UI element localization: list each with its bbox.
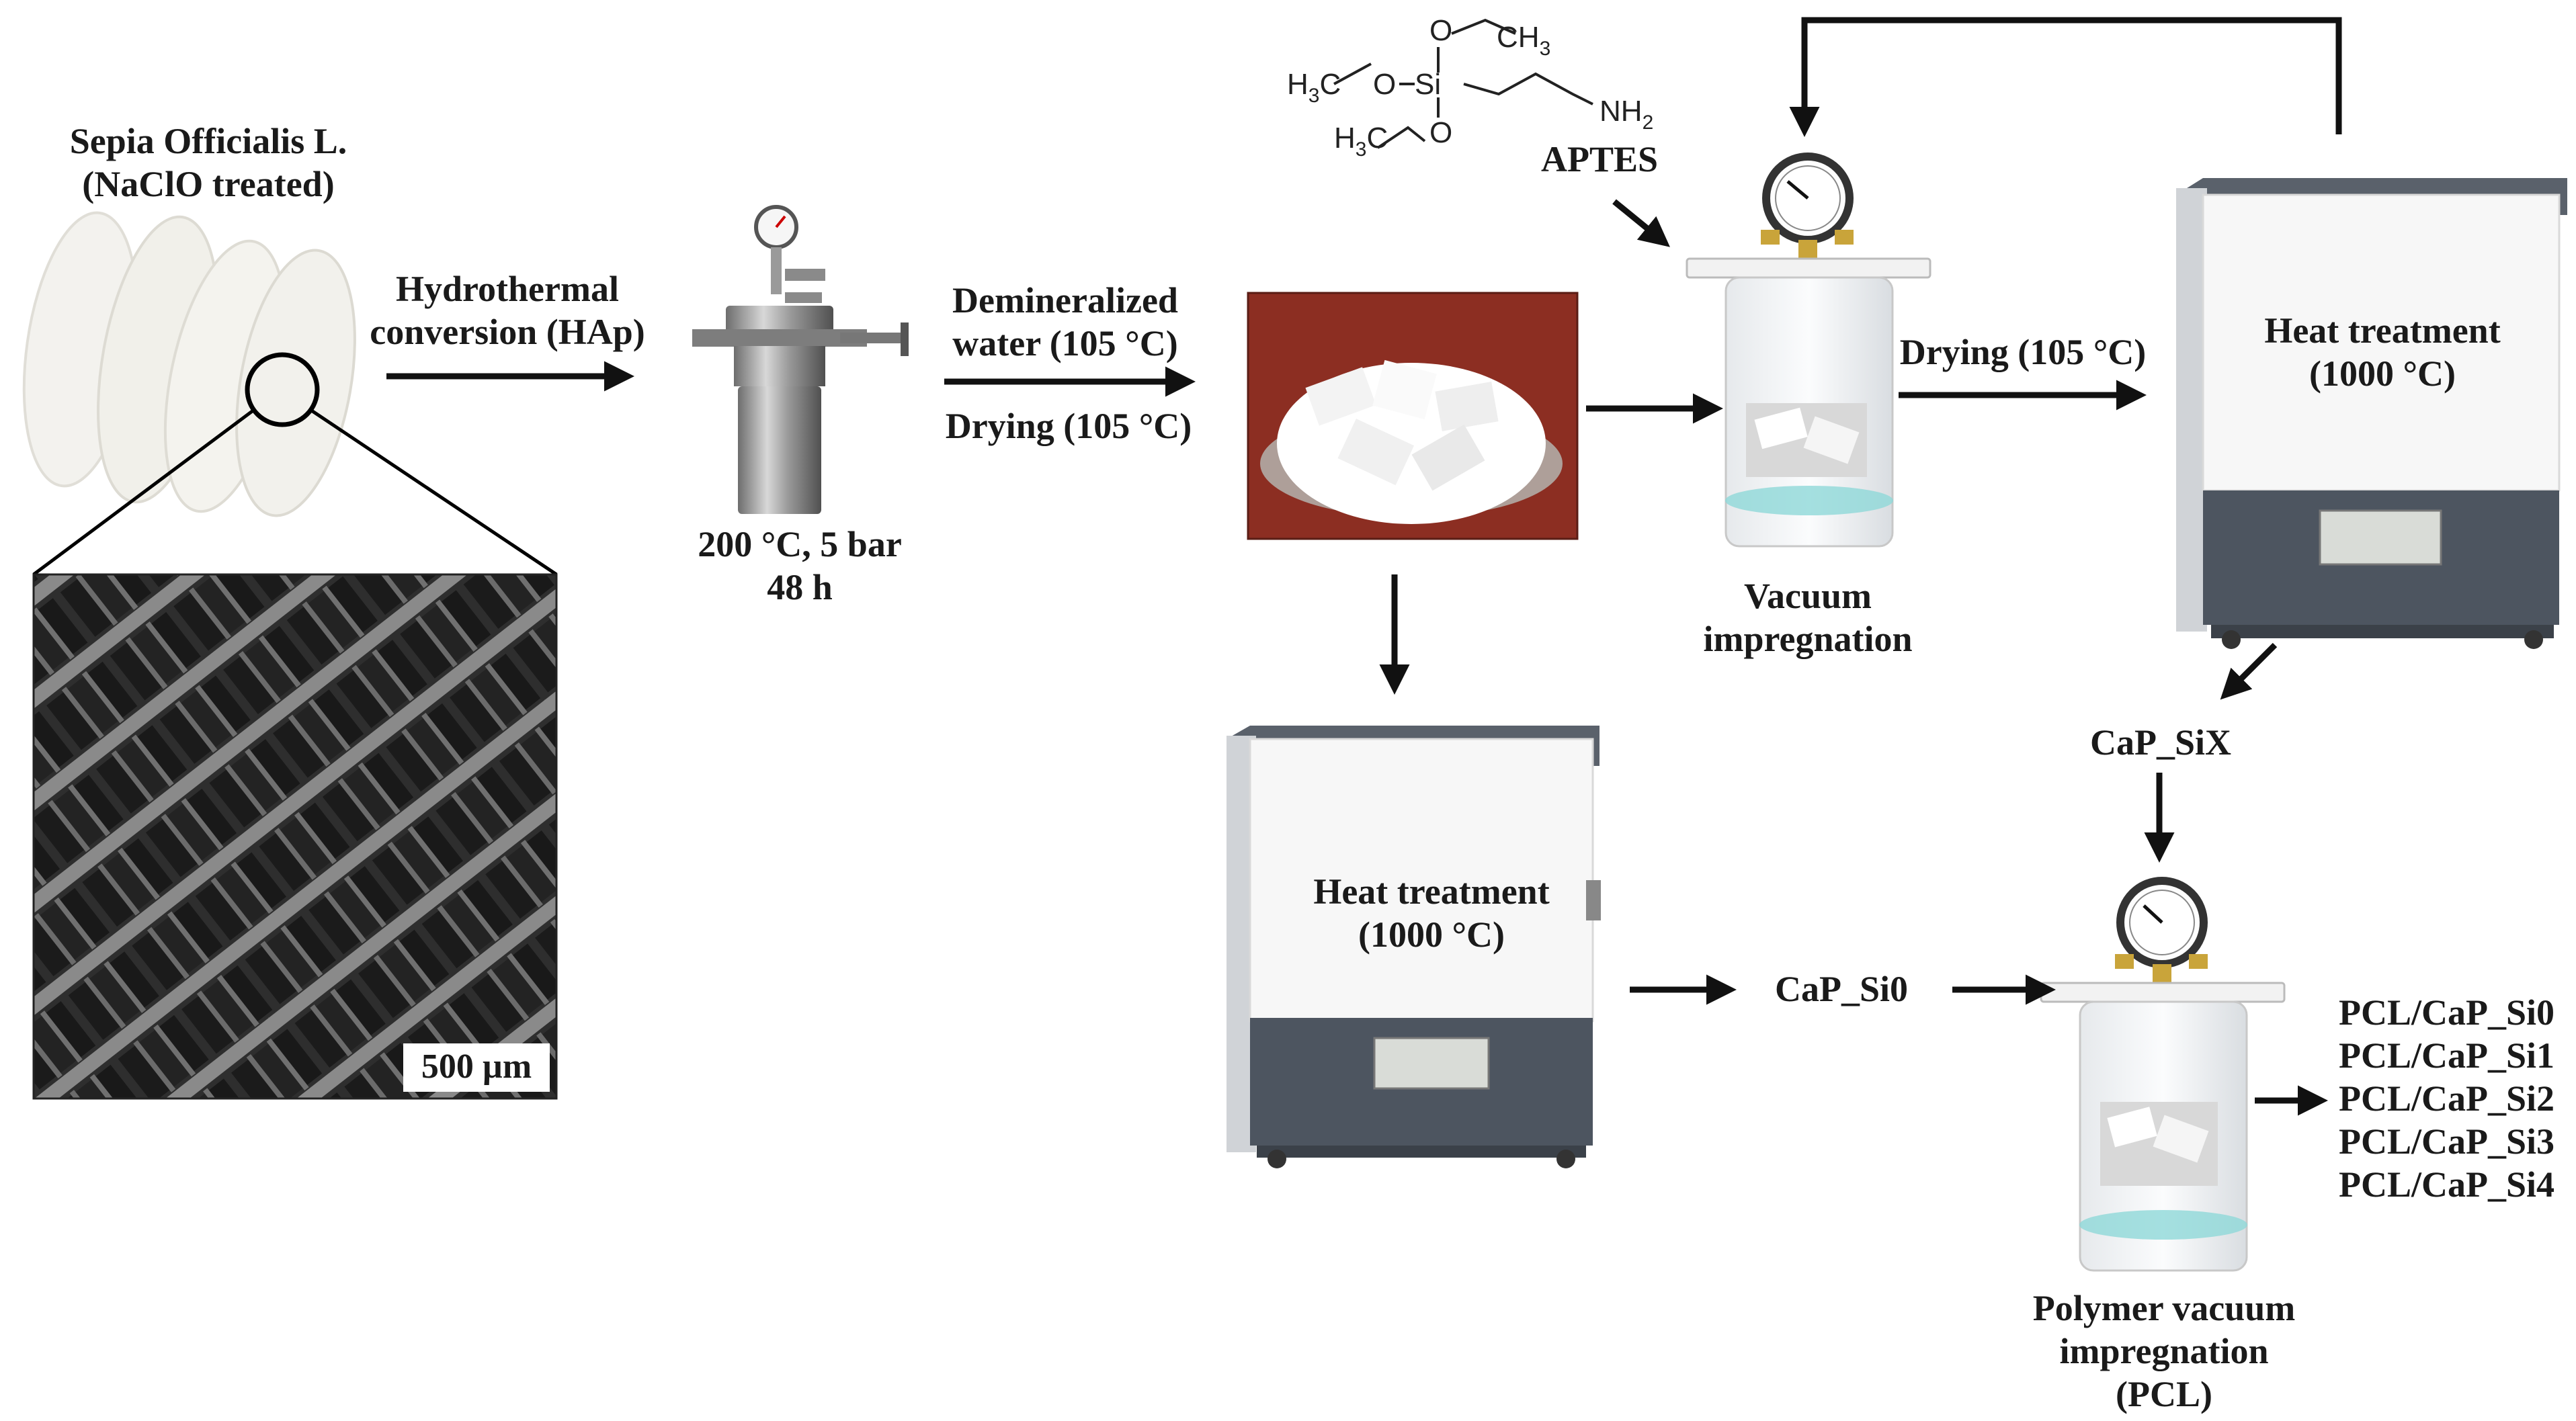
aptes-nh2: NH2 [1599,95,1653,134]
aptes-si: Si [1415,68,1441,101]
polymer-line3: (PCL) [2116,1374,2212,1414]
polymer-impregnation-label: Polymer vacuum impregnation (PCL) [2009,1287,2319,1416]
hydrothermal-line1: Hydrothermal [396,269,619,309]
aptes-h3c-bottom: H3C [1334,122,1388,161]
polymer-line2: impregnation [2059,1331,2269,1371]
final-product-item: PCL/CaP_Si3 [2339,1121,2555,1162]
hydrothermal-conditions: 200 °C, 5 bar 48 h [679,523,921,609]
final-product-item: PCL/CaP_Si4 [2339,1164,2555,1205]
wash-label: Demineralized water (105 °C) [931,279,1200,365]
product-si0-label: CaP_Si0 [1774,969,1909,1009]
vacuum-chamber-bottom [2040,877,2286,1272]
polymer-line1: Polymer vacuum [2032,1288,2296,1328]
wash-line1: Demineralized [952,280,1178,320]
cuttlebone-photo [22,211,356,517]
scale-bar-label: 500 µm [421,1047,532,1086]
source-name: Sepia Officialis L. [69,121,347,161]
arrow-aptes [1612,199,1670,247]
scale-bar-box [403,1043,550,1092]
furnace-bottom [1227,726,1601,1168]
granules-photo [1247,292,1579,540]
aptes-ch3-top: CH3 [1497,21,1550,60]
hydrothermal-label: Hydrothermal conversion (HAp) [366,267,649,353]
reactor-icon [692,205,909,514]
heat-top-line1: Heat treatment [2264,310,2501,351]
furnace-top [2176,178,2567,649]
heat-bottom-line2: (1000 °C) [1358,914,1505,955]
final-product-item: PCL/CaP_Si1 [2339,1035,2555,1076]
conditions-line1: 200 °C, 5 bar [698,524,902,564]
zoom-circle [245,352,320,427]
final-product-item: PCL/CaP_Si2 [2339,1078,2555,1119]
arrow-loop-back [1789,17,2342,137]
aptes-label: APTES [1540,139,1659,179]
drying-label-1: Drying (105 °C) [945,406,1192,446]
aptes-h3c-left: H3C [1287,68,1341,107]
wash-line2: water (105 °C) [952,323,1178,363]
vacuum-line1: Vacuum [1743,576,1872,616]
vacuum-line2: impregnation [1703,619,1913,659]
aptes-o-top: O [1429,14,1452,47]
sem-micrograph [32,573,558,1100]
zoom-line-left [32,408,255,576]
zoom-line-right [309,408,558,576]
arrow-to-six [2220,642,2278,700]
source-treatment: (NaClO treated) [82,164,335,204]
final-products-list: PCL/CaP_Si0 PCL/CaP_Si1 PCL/CaP_Si2 PCL/… [2339,991,2571,1206]
final-product-item: PCL/CaP_Si0 [2339,992,2555,1033]
heat-top-line2: (1000 °C) [2309,353,2456,394]
aptes-o-bottom: O [1429,116,1452,149]
hydrothermal-line2: conversion (HAp) [370,312,645,352]
product-six-label: CaP_SiX [2089,722,2231,763]
aptes-structure [1333,18,1593,149]
heat-bottom-line1: Heat treatment [1313,871,1550,912]
conditions-line2: 48 h [767,567,833,607]
vacuum-chamber-top [1686,153,1931,548]
source-label: Sepia Officialis L. (NaClO treated) [47,120,370,206]
heat-treatment-bottom-label: Heat treatment (1000 °C) [1287,870,1576,956]
aptes-o-left: O [1373,68,1396,101]
drying-label-2: Drying (105 °C) [1899,332,2147,372]
vacuum-impregnation-label: Vacuum impregnation [1667,574,1949,660]
heat-treatment-top-label: Heat treatment (1000 °C) [2238,309,2527,395]
